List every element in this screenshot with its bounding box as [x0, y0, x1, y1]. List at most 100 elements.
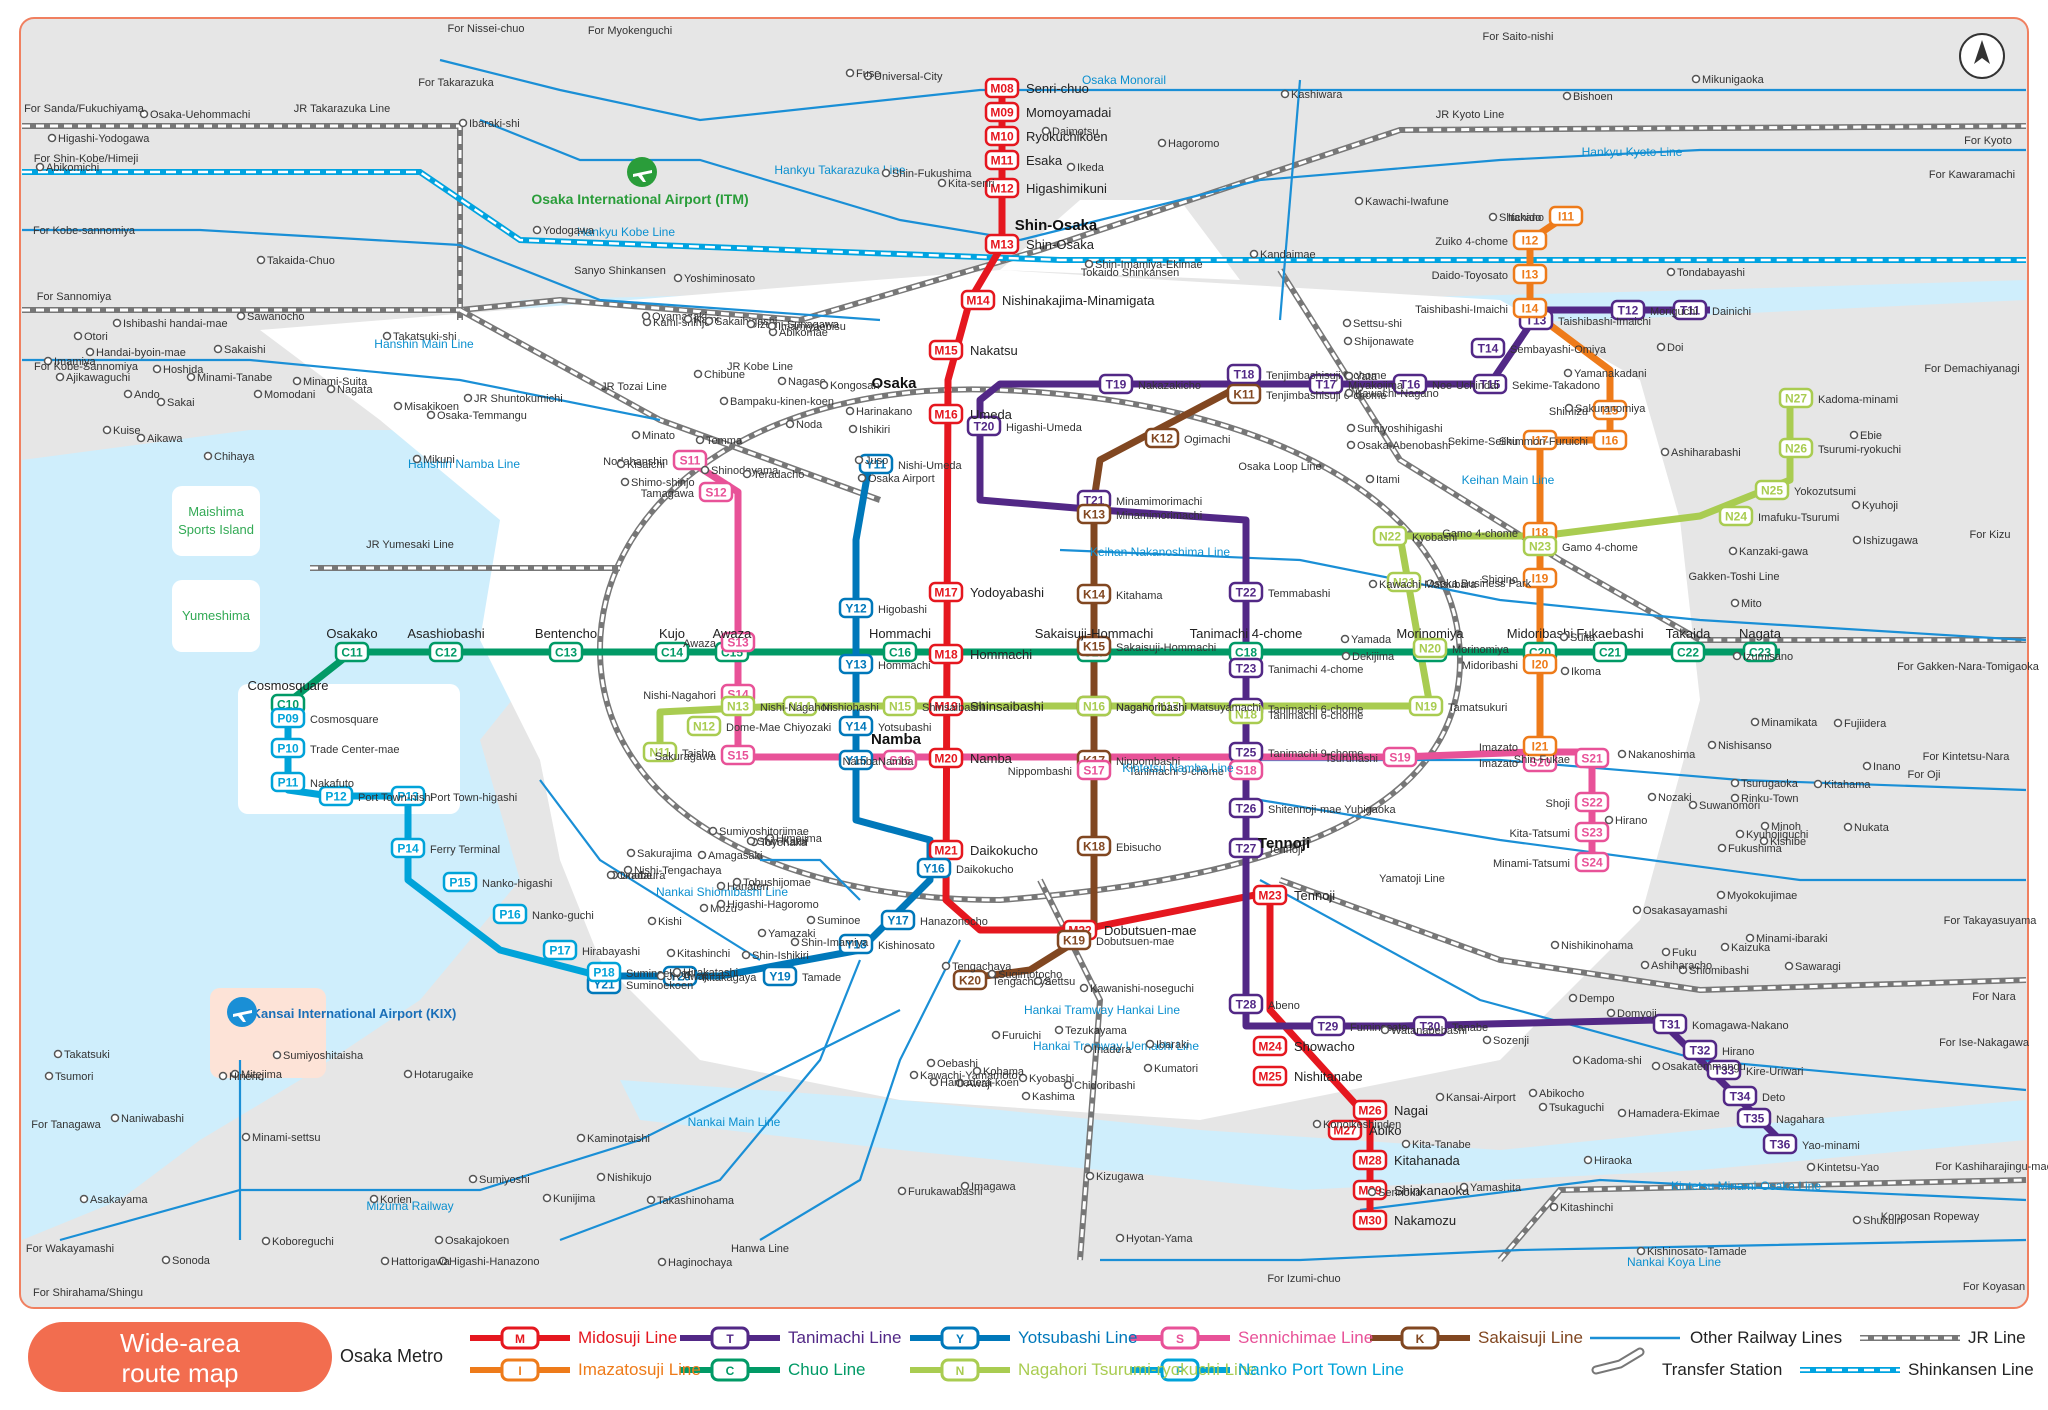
- station-name[interactable]: Shin-Fukae: [1514, 754, 1570, 766]
- other-station-name[interactable]: Ishizugawa: [1863, 535, 1919, 547]
- station-name[interactable]: Nippombashi: [1008, 766, 1072, 778]
- station-code-y20[interactable]: Y20: [662, 965, 698, 987]
- other-station-name[interactable]: Takatsuki: [64, 1049, 110, 1061]
- other-station-name[interactable]: Tsukaguchi: [1549, 1102, 1604, 1114]
- other-station-name[interactable]: Minami-ibaraki: [1756, 933, 1828, 945]
- station-code-s11[interactable]: S11: [672, 449, 708, 471]
- other-station-name[interactable]: Kyuhojiguchi: [1746, 829, 1808, 841]
- station-name[interactable]: Midoribashi: [1462, 660, 1518, 672]
- station-name[interactable]: Sekime-Takadono: [1512, 380, 1600, 392]
- station-code-k15[interactable]: K15: [1076, 635, 1112, 657]
- other-station-name[interactable]: Takatsuki-shi: [393, 331, 457, 343]
- other-station-name[interactable]: Furuichi: [1002, 1030, 1041, 1042]
- station-code-c13[interactable]: C13: [548, 641, 584, 663]
- other-station-name[interactable]: Suita: [1570, 632, 1596, 644]
- other-station-name[interactable]: Minato: [642, 430, 675, 442]
- station-code-m21[interactable]: M21: [928, 839, 964, 861]
- other-station-name[interactable]: Oyamazaki: [652, 311, 707, 323]
- other-station-name[interactable]: Ibaraki: [1156, 1039, 1189, 1051]
- station-code-k12[interactable]: K12: [1144, 427, 1180, 449]
- other-station-name[interactable]: Shin-Ishikiri: [752, 950, 809, 962]
- station-name[interactable]: Momoyamadai: [1026, 105, 1111, 120]
- other-station-name[interactable]: Kumatori: [1154, 1063, 1198, 1075]
- other-station-name[interactable]: Kita-senri: [948, 178, 994, 190]
- other-station-name[interactable]: Osakajokoen: [445, 1235, 509, 1247]
- station-name[interactable]: Temmabashi: [1268, 588, 1330, 600]
- station-name[interactable]: Dome-Mae Chiyozaki: [726, 722, 831, 734]
- other-station-name[interactable]: Koboreguchi: [272, 1236, 334, 1248]
- other-station-name[interactable]: Hirano: [1615, 815, 1647, 827]
- other-station-name[interactable]: Sakaihigashi: [715, 316, 777, 328]
- station-name[interactable]: Tanimachi 6-chome: [1268, 704, 1363, 716]
- station-code-y18[interactable]: Y18: [838, 933, 874, 955]
- station-code-i12[interactable]: I12: [1512, 229, 1548, 251]
- station-name[interactable]: Nanko-guchi: [532, 910, 594, 922]
- station-name[interactable]: Nishinakajima-Minamigata: [1002, 293, 1155, 308]
- other-station-name[interactable]: Ibaraki-shi: [469, 118, 520, 130]
- station-name[interactable]: Matsuyamachi: [1190, 702, 1261, 714]
- other-station-name[interactable]: Otori: [84, 331, 108, 343]
- other-station-name[interactable]: Dekijima: [1352, 651, 1395, 663]
- station-code-t25[interactable]: T25: [1228, 741, 1264, 763]
- station-name[interactable]: Tanimachi 9-chome: [1268, 748, 1363, 760]
- station-code-t12[interactable]: T12: [1610, 299, 1646, 321]
- other-station-name[interactable]: Kansai-Airport: [1446, 1092, 1516, 1104]
- other-station-name[interactable]: Yamada: [1351, 634, 1392, 646]
- other-station-name[interactable]: Domyoji: [1617, 1008, 1657, 1020]
- station-code-t11[interactable]: T11: [1672, 299, 1708, 321]
- other-station-name[interactable]: Kintetsu-Yao: [1817, 1162, 1879, 1174]
- other-station-name[interactable]: Sozenji: [1493, 1035, 1529, 1047]
- station-name[interactable]: Komagawa-Nakano: [1692, 1020, 1789, 1032]
- station-code-n12[interactable]: N12: [686, 715, 722, 737]
- station-name[interactable]: Daido-Toyosato: [1432, 270, 1508, 282]
- station-name[interactable]: Kishinosato: [878, 940, 935, 952]
- other-station-name[interactable]: Handai-byoin-mae: [96, 347, 186, 359]
- station-name[interactable]: Shitennoji-mae Yuhigaoka: [1268, 804, 1396, 816]
- station-name[interactable]: Dobutsuen-mae: [1096, 936, 1174, 948]
- other-station-name[interactable]: Tsurugaoka: [1741, 778, 1799, 790]
- other-station-name[interactable]: Suwanomori: [1699, 800, 1760, 812]
- other-station-name[interactable]: Shin-Fukushima: [892, 168, 972, 180]
- station-code-t33[interactable]: T33: [1706, 1059, 1742, 1081]
- other-station-name[interactable]: Watanabebashi: [1391, 1025, 1467, 1037]
- other-station-name[interactable]: Nakanoshima: [1628, 749, 1696, 761]
- station-code-y11[interactable]: Y11: [858, 453, 894, 475]
- station-code-m28[interactable]: M28: [1352, 1149, 1388, 1171]
- station-name[interactable]: Kita-Tatsumi: [1509, 828, 1570, 840]
- station-code-m24[interactable]: M24: [1252, 1035, 1288, 1057]
- station-code-s13[interactable]: S13: [720, 631, 756, 653]
- other-station-name[interactable]: Kizugawa: [1096, 1171, 1145, 1183]
- other-station-name[interactable]: Osaka Airport: [868, 473, 935, 485]
- station-code-p16[interactable]: P16: [492, 903, 528, 925]
- other-station-name[interactable]: Mikunigaoka: [1702, 74, 1765, 86]
- station-name[interactable]: Zuiko 4-chome: [1435, 236, 1508, 248]
- other-station-name[interactable]: Shin-Imamiya-Ekimae: [1095, 259, 1203, 271]
- station-name[interactable]: Ogimachi: [1184, 434, 1230, 446]
- other-station-name[interactable]: Imamiya: [54, 356, 96, 368]
- station-code-p09[interactable]: P09: [270, 707, 306, 729]
- station-code-n22[interactable]: N22: [1372, 525, 1408, 547]
- other-station-name[interactable]: Sakai: [167, 397, 195, 409]
- station-code-i16[interactable]: I16: [1592, 429, 1628, 451]
- other-station-name[interactable]: Hattorigawa: [391, 1256, 451, 1268]
- other-station-name[interactable]: Kongosan: [830, 380, 880, 392]
- station-name[interactable]: Tsurumi-ryokuchi: [1818, 444, 1901, 456]
- other-station-name[interactable]: Hineno: [229, 1071, 264, 1083]
- other-station-name[interactable]: Kitashinchi: [677, 948, 730, 960]
- station-name[interactable]: Taishibashi-Imaichi: [1558, 316, 1651, 328]
- other-station-name[interactable]: Ishikiri: [859, 424, 890, 436]
- other-station-name[interactable]: Nishikujo: [607, 1172, 652, 1184]
- station-code-i11[interactable]: I11: [1548, 205, 1584, 227]
- station-name[interactable]: Namba: [970, 751, 1013, 766]
- station-code-t36[interactable]: T36: [1762, 1133, 1798, 1155]
- station-name[interactable]: Nagai: [1394, 1103, 1428, 1118]
- other-station-name[interactable]: Kaizuka: [1731, 942, 1771, 954]
- other-station-name[interactable]: Teradacho: [753, 469, 804, 481]
- other-station-name[interactable]: Settsu: [1044, 976, 1075, 988]
- station-name[interactable]: Tamatsukuri: [1448, 702, 1507, 714]
- other-station-name[interactable]: Korien: [380, 1194, 412, 1206]
- station-code-m12[interactable]: M12: [984, 177, 1020, 199]
- station-name[interactable]: Tsuruhashi: [1325, 753, 1378, 765]
- other-station-name[interactable]: Inadera: [1094, 1044, 1132, 1056]
- other-station-name[interactable]: Kanzaki-gawa: [1739, 546, 1809, 558]
